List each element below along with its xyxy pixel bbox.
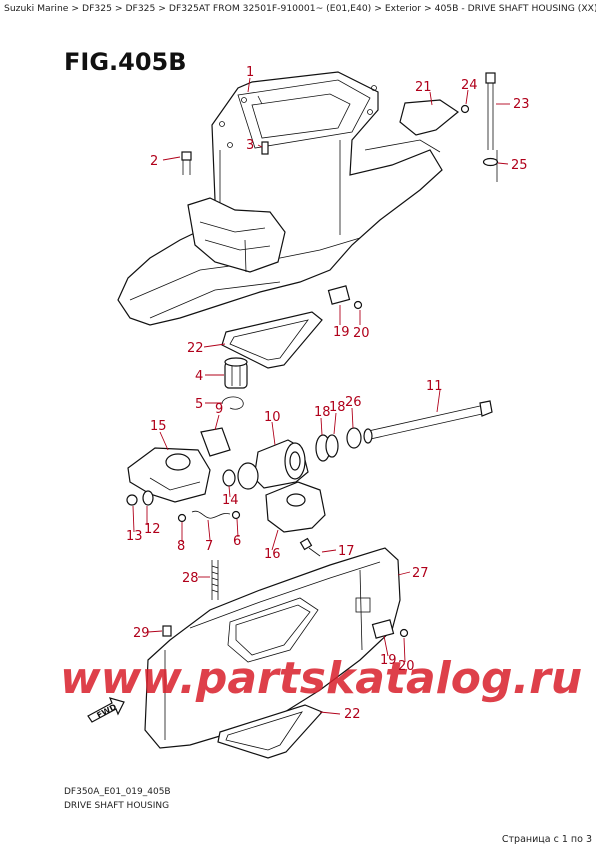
block-19-upper-drawing — [327, 285, 351, 305]
leader-lines — [132, 77, 510, 715]
screw-20-upper-drawing — [353, 300, 363, 310]
callout-2[interactable]: 2 — [150, 154, 158, 169]
watermark: www.partskatalog.ru — [60, 653, 582, 704]
callout-26[interactable]: 26 — [345, 395, 362, 410]
callout-24[interactable]: 24 — [461, 78, 478, 93]
callout-17[interactable]: 17 — [338, 544, 355, 559]
mount-16-drawing — [265, 481, 326, 533]
bolt-2-drawing — [181, 151, 192, 175]
callout-7[interactable]: 7 — [205, 539, 213, 554]
upper-housing-drawing — [117, 71, 443, 326]
pin-29-drawing — [162, 625, 172, 637]
clip-5-drawing — [221, 396, 244, 410]
figure-title: FIG.405B — [64, 48, 187, 76]
callout-15[interactable]: 15 — [150, 419, 167, 434]
pad-9-drawing — [200, 427, 231, 457]
breadcrumb-separator: > — [68, 3, 83, 14]
callout-14[interactable]: 14 — [222, 493, 239, 508]
breadcrumb-item-df325-a[interactable]: DF325 — [82, 3, 112, 14]
callout-22-upper[interactable]: 22 — [187, 341, 204, 356]
callout-5[interactable]: 5 — [195, 397, 203, 412]
breadcrumb-item-model[interactable]: DF325AT FROM 32501F-910001~ (E01,E40) — [168, 3, 372, 14]
callout-11[interactable]: 11 — [426, 379, 443, 394]
fwd-label: FWD — [95, 702, 118, 720]
mount-10-drawing — [237, 439, 309, 490]
wire-7-drawing — [191, 510, 231, 519]
figure-code: DF350A_E01_019_405B — [64, 787, 171, 797]
callout-20-lower[interactable]: 20 — [398, 659, 415, 674]
callout-19-lower[interactable]: 19 — [380, 653, 397, 668]
breadcrumb-separator: > — [111, 3, 126, 14]
nut-13-drawing — [126, 494, 138, 506]
figure-caption: DRIVE SHAFT HOUSING — [64, 801, 170, 811]
breadcrumb-separator: > — [155, 3, 169, 14]
washer-14-drawing — [222, 469, 236, 487]
screw-24-drawing — [460, 104, 470, 114]
breadcrumb-item-df325-b[interactable]: DF325 — [125, 3, 156, 14]
callout-20-upper[interactable]: 20 — [353, 326, 370, 341]
callout-labels: 1 2 3 4 5 6 7 8 9 10 11 12 13 14 15 16 1… — [126, 65, 530, 722]
bolt-11-drawing — [363, 400, 493, 444]
callout-29[interactable]: 29 — [133, 626, 150, 641]
callout-8[interactable]: 8 — [177, 539, 185, 554]
callout-18a[interactable]: 18 — [314, 405, 331, 420]
breadcrumb-item-current: 405B - DRIVE SHAFT HOUSING (XX) — [434, 3, 596, 14]
callout-6[interactable]: 6 — [233, 534, 241, 549]
callout-22-lower[interactable]: 22 — [344, 707, 361, 722]
screw-8-drawing — [177, 513, 187, 523]
cover-21-drawing — [399, 99, 460, 136]
washer-18b-drawing — [325, 434, 339, 458]
breadcrumb-separator: > — [421, 3, 435, 14]
screw-6-drawing — [231, 510, 241, 520]
bolt-17-drawing — [299, 537, 321, 557]
callout-4[interactable]: 4 — [195, 369, 203, 384]
seal-22-lower-drawing — [217, 704, 324, 759]
callout-1[interactable]: 1 — [246, 65, 254, 80]
callout-16[interactable]: 16 — [264, 547, 281, 562]
callout-3[interactable]: 3 — [246, 138, 254, 153]
breadcrumb-item-exterior[interactable]: Exterior — [384, 3, 422, 14]
seal-22-upper-drawing — [221, 311, 323, 369]
washer-12-drawing — [142, 490, 154, 506]
breadcrumb-separator: > — [371, 3, 385, 14]
callout-19-upper[interactable]: 19 — [333, 325, 350, 340]
pager[interactable]: Страница с 1 по 3 — [501, 834, 592, 845]
washer-26-drawing — [346, 427, 362, 449]
callout-25[interactable]: 25 — [511, 158, 528, 173]
screw-20-lower-drawing — [399, 628, 409, 638]
callout-12[interactable]: 12 — [144, 522, 161, 537]
callout-23[interactable]: 23 — [513, 97, 530, 112]
mount-4-drawing — [224, 357, 248, 389]
callout-13[interactable]: 13 — [126, 529, 143, 544]
callout-21[interactable]: 21 — [415, 80, 432, 95]
breadcrumb-item-suzuki-marine[interactable]: Suzuki Marine — [4, 3, 69, 14]
pin-3-drawing — [261, 141, 269, 155]
callout-27[interactable]: 27 — [412, 566, 429, 581]
block-19-lower-drawing — [371, 619, 395, 639]
callout-18b[interactable]: 18 — [329, 400, 346, 415]
callout-10[interactable]: 10 — [264, 410, 281, 425]
bolt-23-drawing — [482, 72, 499, 167]
callout-9[interactable]: 9 — [215, 402, 223, 417]
bracket-15-drawing — [127, 447, 211, 503]
breadcrumb: Suzuki Marine > DF325 > DF325 > DF325AT … — [4, 3, 596, 14]
stud-28-drawing — [211, 560, 219, 600]
callout-28[interactable]: 28 — [182, 571, 199, 586]
